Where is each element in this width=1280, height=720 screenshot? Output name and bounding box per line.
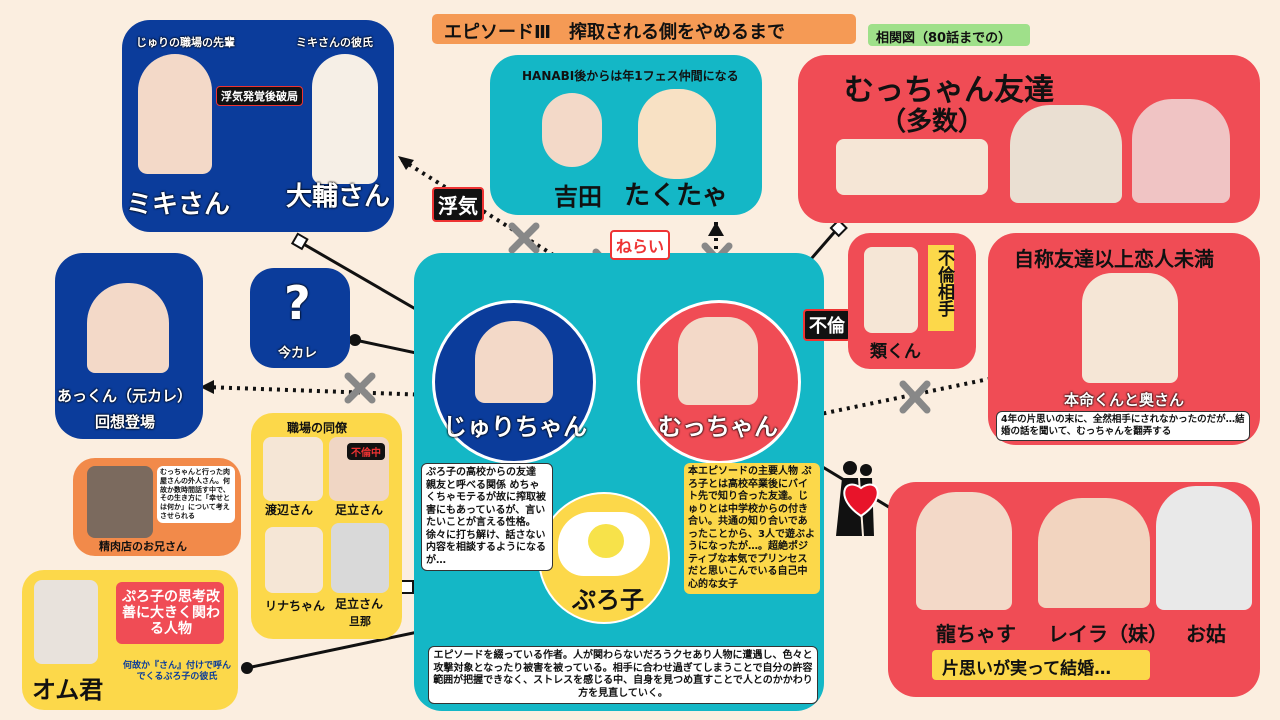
butcher-name: 精肉店のお兄さん — [99, 540, 187, 553]
jisho-panel: 自称友達以上恋人未満 本命くんと奥さん 4年の片思いの末に、全然相手にされなかっ… — [988, 233, 1260, 445]
jisho-desc: 4年の片思いの末に、全然相手にされなかったのだが…結婚の話を聞いて、むっちゃんを… — [996, 411, 1250, 441]
mu-friends-panel: むっちゃん友達 （多数） — [798, 55, 1260, 223]
adachi-husband-name: 足立さん — [335, 597, 384, 611]
question-icon: ? — [284, 276, 311, 330]
rui-panel: 不倫相手 類くん — [848, 233, 976, 369]
akun-portrait — [87, 283, 169, 373]
furin-tag: 不倫 — [803, 309, 851, 341]
subtitle: 相関図（80話までの） — [876, 31, 1012, 46]
yoshida-name: 吉田 — [554, 183, 602, 211]
butcher-portrait — [87, 466, 153, 538]
mu-name: むっちゃん — [658, 413, 778, 441]
takutya-portrait — [638, 89, 716, 179]
family-footer-box: 片思いが実って結婚… — [932, 650, 1150, 680]
friends-group-portrait — [836, 139, 988, 195]
episode-title-box: エピソードⅢ 搾取される側をやめるまで — [432, 14, 856, 44]
breakup-tag: 浮気発覚後破局 — [216, 86, 303, 106]
mu-circle: むっちゃん — [637, 300, 801, 464]
subtitle-box: 相関図（80話までの） — [868, 24, 1030, 46]
furin-aite-box: 不倫相手 — [928, 245, 954, 331]
rina-name: リナちゃん — [265, 599, 326, 613]
friends-title: むっちゃん友達 — [844, 73, 1054, 108]
juri-note: ぷろ子の高校からの友達 親友と呼べる関係 めちゃくちゃモテるが故に搾取被害にもあ… — [421, 463, 553, 571]
adachi-name: 足立さん — [335, 503, 384, 517]
puroko-circle: ぷろ子 — [538, 492, 670, 624]
juri-circle: じゅりちゃん — [432, 300, 596, 464]
omu-name: オム君 — [32, 676, 104, 704]
yoshida-portrait — [542, 93, 602, 167]
miki-daisuke-panel: じゅりの職場の先輩 ミキさんの彼氏 浮気発覚後破局 ミキさん 大輔さん — [122, 20, 394, 232]
couple-portrait — [1082, 273, 1178, 383]
furin-chu-tag: 不倫中 — [347, 443, 385, 460]
mu-note: 本エピソードの主要人物 ぷろ子とは高校卒業後にバイト先で知り合った友達。じゅりと… — [684, 463, 820, 594]
butcher-panel: むっちゃんと行った肉屋さんの外人さん。何故か数時間話す中で、その生き方に「幸せと… — [73, 458, 241, 556]
akun-name: あっくん（元カレ） — [57, 387, 193, 405]
couple-name: 本命くんと奥さん — [1064, 391, 1185, 409]
friend-portrait-girl — [1132, 99, 1230, 203]
imakare-name: 今カレ — [278, 346, 318, 361]
label-boyfriend: ミキさんの彼氏 — [296, 36, 373, 49]
friends-subtitle: （多数） — [880, 107, 985, 137]
watanabe-name: 渡辺さん — [265, 503, 314, 517]
omu-desc: 何故か『さん』付けで呼んでくるぷろ子の彼氏 — [122, 661, 231, 683]
family-footer: 片思いが実って結婚… — [942, 659, 1112, 679]
leila-name: レイラ（妹） — [1048, 622, 1168, 646]
ryu-portrait — [916, 492, 1012, 610]
takutya-name: たくたゃ — [624, 181, 729, 211]
coworkers-panel: 職場の同僚 不倫中 渡辺さん 足立さん リナちゃん 足立さん 旦那 — [251, 413, 402, 639]
furin-aite-vertical: 不倫相手 — [934, 249, 954, 317]
rui-name: 類くん — [870, 342, 921, 362]
akun-panel: あっくん（元カレ） 回想登場 — [55, 253, 203, 439]
ryu-name: 龍ちゃす — [936, 622, 1016, 646]
mu-portrait — [678, 317, 758, 405]
heart-icon — [843, 483, 879, 518]
puroko-note: エピソードを綴っている作者。人が関わらないだろうクセあり人物に遭遇し、色々と攻撃… — [428, 646, 818, 704]
episode-title: エピソードⅢ 搾取される側をやめるまで — [444, 22, 786, 43]
adachi-husband-portrait — [331, 523, 389, 593]
egg-yolk-face — [588, 524, 624, 558]
butcher-desc: むっちゃんと行った肉屋さんの外人さん。何故か数時間話す中で、その生き方に「幸せと… — [157, 466, 235, 523]
omu-panel: ぷろ子の思考改善に大きく関わる人物 オム君 何故か『さん』付けで呼んでくるぷろ子… — [22, 570, 238, 710]
omu-callout-box — [116, 582, 224, 644]
daisuke-portrait — [312, 54, 378, 184]
daisuke-name: 大輔さん — [286, 182, 391, 212]
label-senpai: じゅりの職場の先輩 — [136, 36, 235, 49]
omu-callout: ぷろ子の思考改善に大きく関わる人物 — [122, 589, 220, 638]
miki-name: ミキさん — [126, 190, 231, 220]
uwaki-tag: 浮気 — [432, 187, 484, 222]
puroko-name: ぷろ子 — [572, 586, 644, 614]
mother-in-law-portrait — [1156, 486, 1252, 610]
watanabe-portrait — [263, 437, 323, 501]
coworkers-title: 職場の同僚 — [287, 421, 348, 435]
juri-name: じゅりちゃん — [443, 413, 587, 441]
rui-portrait — [864, 247, 918, 333]
hanabi-panel: HANABI後からは年1フェス仲間になる 吉田 たくたゃ — [490, 55, 762, 215]
imakare-panel: ? 今カレ — [250, 268, 350, 368]
nerai-tag: ねらい — [610, 230, 671, 260]
rina-portrait — [265, 527, 323, 593]
leila-portrait — [1038, 498, 1150, 608]
jisho-title: 自称友達以上恋人未満 — [1014, 247, 1214, 271]
friend-portrait-cap — [1010, 105, 1122, 203]
adachi-husband-sub: 旦那 — [349, 615, 371, 628]
family-panel: 龍ちゃす レイラ（妹） お姑 片思いが実って結婚… — [888, 482, 1260, 697]
hanabi-caption: HANABI後からは年1フェス仲間になる — [522, 69, 739, 83]
omu-portrait — [34, 580, 98, 664]
akun-sub: 回想登場 — [95, 413, 156, 431]
miki-portrait — [138, 54, 212, 174]
juri-portrait — [475, 321, 553, 403]
mother-in-law-name: お姑 — [1186, 622, 1226, 646]
